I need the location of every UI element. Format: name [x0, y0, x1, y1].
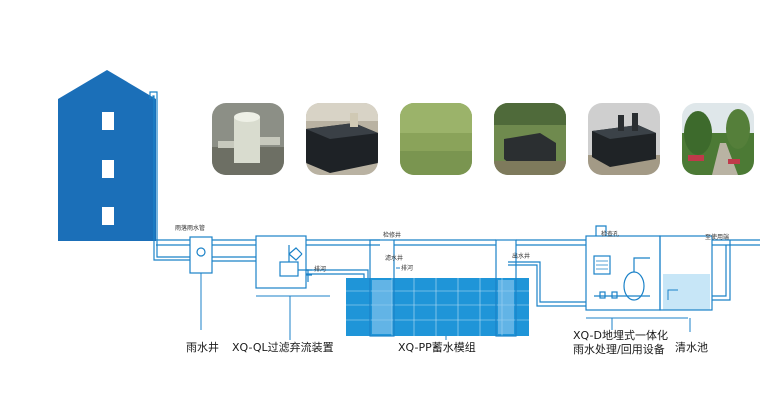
- ground-line: [156, 239, 760, 246]
- label-filter-device: XQ-QL过滤弃流装置: [232, 341, 334, 354]
- label-drain-2: 排河: [401, 265, 414, 272]
- storage-module: [346, 239, 529, 340]
- photo-integrated-equipment: [588, 103, 660, 175]
- label-drain-1: 排河: [314, 266, 327, 273]
- clear-water-pool: [659, 235, 713, 332]
- label-storage-module: XQ-PP蓄水模组: [398, 341, 476, 354]
- building: [58, 70, 156, 241]
- photo-buried-tank: [494, 103, 566, 175]
- label-rain-pipe: 雨落雨水管: [175, 225, 206, 232]
- filter-device-structure: [212, 235, 330, 340]
- roof-downpipe: [149, 91, 190, 261]
- photo-garden-landscape: [682, 103, 754, 175]
- rain-well-structure: [189, 236, 213, 330]
- label-clear-pool: 清水池: [675, 341, 708, 354]
- integrated-equipment-structure: [585, 225, 688, 330]
- label-rain-well: 雨水井: [186, 341, 219, 354]
- photo-grass-surface: [400, 103, 472, 175]
- label-integrated-line2: 雨水处理/回用设备: [573, 343, 665, 356]
- label-inspection-well: 检修井: [383, 232, 402, 239]
- label-reuse-pipe: 至使用端: [705, 234, 730, 241]
- outlet-to-equipment-pipe: [508, 261, 586, 307]
- label-outlet-well: 出水井: [512, 253, 531, 260]
- label-filter-well: 滤水井: [385, 255, 404, 262]
- photo-pp-module-black: [306, 103, 378, 175]
- reuse-pipe: [712, 240, 731, 301]
- label-check-hole: 检查孔: [601, 231, 620, 238]
- label-integrated-line1: XQ-D地埋式一体化: [573, 329, 668, 342]
- photo-filter-device: [212, 103, 284, 175]
